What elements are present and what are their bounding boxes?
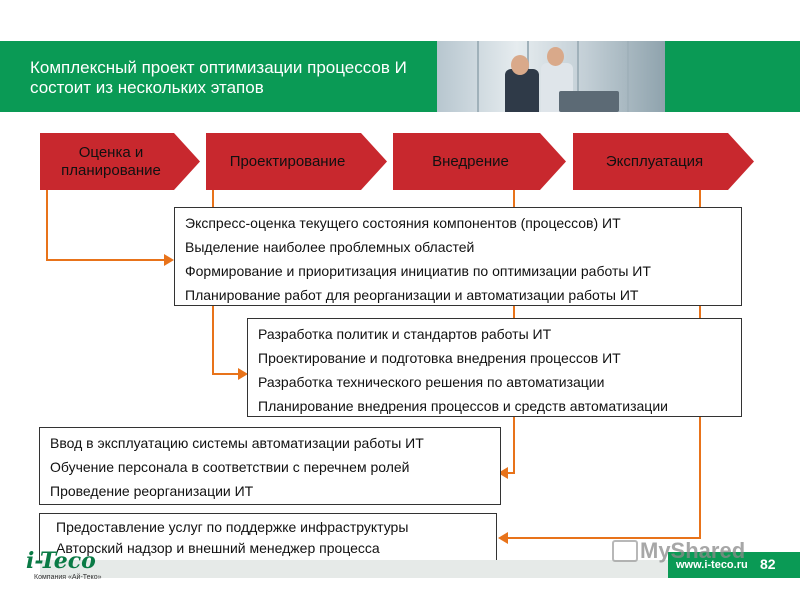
company-logo-caption: Компания «Ай-Теко» xyxy=(34,574,102,581)
list-item: Планирование работ для реорганизации и а… xyxy=(185,287,639,303)
arrow-head-icon xyxy=(498,532,508,544)
operation-tasks-box: Предоставление услуг по поддержке инфрас… xyxy=(39,513,497,561)
footer-bar xyxy=(40,560,800,578)
list-item: Планирование внедрения процессов и средс… xyxy=(258,398,668,414)
list-item: Разработка технического решения по автом… xyxy=(258,374,605,390)
arrow-head-icon xyxy=(498,467,508,479)
list-item: Предоставление услуг по поддержке инфрас… xyxy=(56,519,409,535)
list-item: Формирование и приоритизация инициатив п… xyxy=(185,263,651,279)
list-item: Проведение реорганизации ИТ xyxy=(50,483,254,499)
header-photo xyxy=(437,41,665,112)
list-item: Обучение персонала в соответствии с пере… xyxy=(50,459,410,475)
assessment-tasks-box: Экспресс-оценка текущего состояния компо… xyxy=(174,207,742,306)
footer-url: www.i-teco.ru xyxy=(676,559,748,571)
stage-assessment: Оценка и планирование xyxy=(40,133,200,190)
header-accent xyxy=(665,41,800,112)
watermark: MyShared xyxy=(640,538,746,563)
list-item: Проектирование и подготовка внедрения пр… xyxy=(258,350,621,366)
list-item: Разработка политик и стандартов работы И… xyxy=(258,326,552,342)
list-item: Ввод в эксплуатацию системы автоматизаци… xyxy=(50,435,424,451)
page-number: 82 xyxy=(760,556,776,572)
page-title: Комплексный проект оптимизации процессов… xyxy=(30,58,407,97)
stage-operation: Эксплуатация xyxy=(573,133,754,190)
design-tasks-box: Разработка политик и стандартов работы И… xyxy=(247,318,742,417)
list-item: Экспресс-оценка текущего состояния компо… xyxy=(185,215,621,231)
company-logo: i-Teco xyxy=(26,548,96,574)
watermark-icon xyxy=(612,540,638,562)
list-item: Авторский надзор и внешний менеджер проц… xyxy=(56,540,380,556)
stage-implementation: Внедрение xyxy=(393,133,566,190)
arrow-head-icon xyxy=(238,368,248,380)
footer-accent xyxy=(668,552,800,578)
arrow-head-icon xyxy=(164,254,174,266)
stage-design: Проектирование xyxy=(206,133,387,190)
implementation-tasks-box: Ввод в эксплуатацию системы автоматизаци… xyxy=(39,427,501,505)
list-item: Выделение наиболее проблемных областей xyxy=(185,239,475,255)
